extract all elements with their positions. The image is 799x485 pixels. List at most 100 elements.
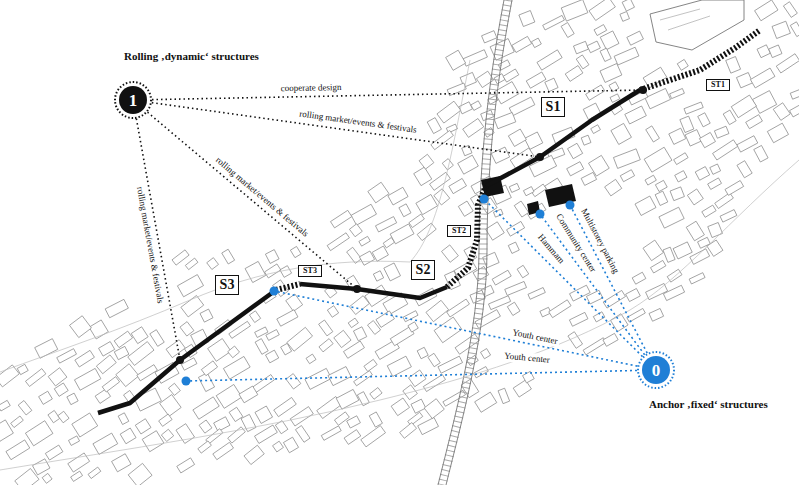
building xyxy=(698,237,711,248)
building xyxy=(690,249,710,265)
building xyxy=(655,180,667,191)
building xyxy=(364,359,377,371)
building xyxy=(644,147,672,172)
building xyxy=(613,149,640,169)
building xyxy=(18,401,32,415)
building xyxy=(622,0,634,11)
building xyxy=(482,285,495,296)
building xyxy=(359,236,370,246)
building xyxy=(755,0,778,21)
building xyxy=(134,388,161,411)
building xyxy=(375,217,396,232)
building xyxy=(180,322,194,336)
building xyxy=(528,288,545,300)
building xyxy=(71,471,83,481)
building xyxy=(714,126,729,138)
segment-box: S2 xyxy=(411,260,436,279)
building xyxy=(446,50,466,70)
building xyxy=(411,399,426,413)
building xyxy=(561,23,574,38)
building xyxy=(609,82,619,92)
building xyxy=(351,204,376,225)
building xyxy=(249,311,260,323)
building xyxy=(586,290,602,304)
building xyxy=(443,390,466,406)
building xyxy=(223,356,250,379)
building xyxy=(492,270,511,285)
building xyxy=(11,416,24,428)
building xyxy=(408,412,423,425)
building xyxy=(229,407,243,421)
building xyxy=(200,309,213,322)
building xyxy=(790,89,799,99)
street-line xyxy=(0,60,470,372)
building xyxy=(68,436,79,446)
building xyxy=(286,374,301,389)
marker-number: 1 xyxy=(119,86,147,114)
segment-label: S2 xyxy=(416,262,431,277)
building xyxy=(160,395,181,417)
building xyxy=(643,240,663,261)
building xyxy=(488,296,510,310)
building xyxy=(265,264,281,278)
building xyxy=(185,258,198,270)
building xyxy=(757,45,770,58)
building xyxy=(731,95,756,118)
building xyxy=(726,57,741,74)
street-route xyxy=(300,284,447,298)
structure-heading: Rolling ‚dynamic‘ structures xyxy=(122,50,261,64)
building xyxy=(708,222,723,237)
building xyxy=(620,12,630,22)
building xyxy=(568,332,583,349)
building xyxy=(373,271,383,281)
building xyxy=(626,288,641,301)
building xyxy=(449,178,467,193)
building xyxy=(244,445,264,464)
line-label: Youth center xyxy=(509,326,560,347)
building xyxy=(483,252,499,267)
building xyxy=(0,400,10,411)
building xyxy=(135,419,151,434)
building xyxy=(674,153,688,165)
building xyxy=(673,242,692,259)
building xyxy=(319,320,333,336)
dynamic-leader xyxy=(152,103,540,157)
building xyxy=(686,221,704,241)
building xyxy=(287,327,313,351)
building xyxy=(142,431,164,452)
building xyxy=(208,339,231,362)
marker-circle: 0 xyxy=(642,356,670,384)
building xyxy=(438,356,463,373)
building xyxy=(266,350,279,363)
segment-label: ST1 xyxy=(711,81,725,90)
building xyxy=(635,196,656,215)
building xyxy=(494,112,516,128)
segment-box: ST2 xyxy=(447,225,471,238)
route-point xyxy=(536,153,544,161)
segment-box: ST1 xyxy=(706,79,730,92)
building xyxy=(417,223,436,241)
building xyxy=(48,410,60,422)
building xyxy=(427,118,441,134)
building xyxy=(614,47,639,65)
building xyxy=(327,233,349,251)
building xyxy=(586,85,605,100)
building xyxy=(114,346,129,359)
building xyxy=(419,154,434,169)
building xyxy=(105,299,128,317)
building xyxy=(532,184,547,197)
building xyxy=(306,354,316,364)
building xyxy=(736,73,752,88)
building xyxy=(349,224,362,237)
building xyxy=(239,386,258,403)
building xyxy=(199,420,212,433)
building xyxy=(663,247,675,262)
building xyxy=(689,273,705,284)
overlay-layer xyxy=(98,30,760,413)
building xyxy=(42,473,52,483)
building xyxy=(290,246,301,257)
building xyxy=(471,101,481,111)
line-label: Hammam xyxy=(534,231,568,268)
building xyxy=(710,164,721,174)
building xyxy=(567,162,584,176)
